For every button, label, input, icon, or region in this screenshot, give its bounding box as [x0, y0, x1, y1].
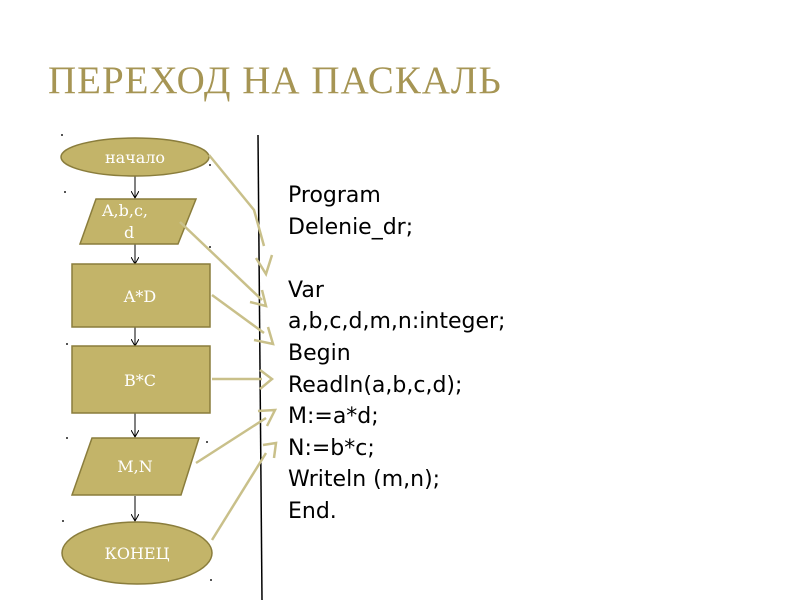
- input-parallelogram: [78, 198, 198, 245]
- code-line: Readln(a,b,c,d);: [288, 372, 463, 398]
- pointer-arrow-process1-head: [253, 326, 275, 346]
- code-line: Delenie_dr;: [288, 214, 414, 240]
- output-parallelogram: [70, 437, 201, 496]
- input-label-line2: d: [124, 223, 134, 242]
- process-bc-label: B*C: [124, 371, 156, 390]
- input-label-line1: A,b,c,: [101, 201, 148, 220]
- slide-title: ПЕРЕХОД НА ПАСКАЛЬ: [48, 59, 502, 102]
- output-label: M,N: [117, 457, 152, 476]
- code-line: N:=b*c;: [288, 435, 375, 461]
- code-line: M:=a*d;: [288, 404, 379, 430]
- process-bc-box: [71, 345, 211, 414]
- code-line: Begin: [288, 340, 351, 366]
- pointer-arrow-start: [208, 154, 266, 247]
- start-terminal: [60, 137, 210, 177]
- decorative-dots: [61, 134, 212, 581]
- code-line: End.: [288, 498, 337, 524]
- start-label: начало: [105, 148, 165, 167]
- pointer-arrow-end-head: [262, 441, 278, 459]
- end-label: КОНЕЦ: [104, 544, 169, 563]
- code-line: Program: [288, 183, 381, 208]
- pascal-code: Program Delenie_dr; Var a,b,c,d,m,n:inte…: [288, 180, 505, 528]
- pointer-arrow-input: [179, 221, 263, 301]
- pointer-arrow-process2-head: [259, 369, 275, 390]
- code-line: Writeln (m,n);: [288, 467, 441, 493]
- code-line: [288, 243, 505, 275]
- divider-line: [257, 134, 263, 600]
- pointer-arrow-input-head: [249, 289, 268, 308]
- code-line: Var: [288, 277, 324, 303]
- pointer-arrow-process1: [211, 293, 265, 335]
- pointer-arrow-output-head: [257, 408, 278, 427]
- pointer-arrow-end: [210, 452, 268, 541]
- code-line: a,b,c,d,m,n:integer;: [288, 309, 506, 335]
- process-ad-box: [71, 263, 211, 328]
- pointer-arrow-start-head: [254, 254, 274, 277]
- process-ad-label: A*D: [123, 287, 156, 306]
- pointer-arrow-output: [195, 416, 267, 465]
- end-terminal: [61, 521, 213, 585]
